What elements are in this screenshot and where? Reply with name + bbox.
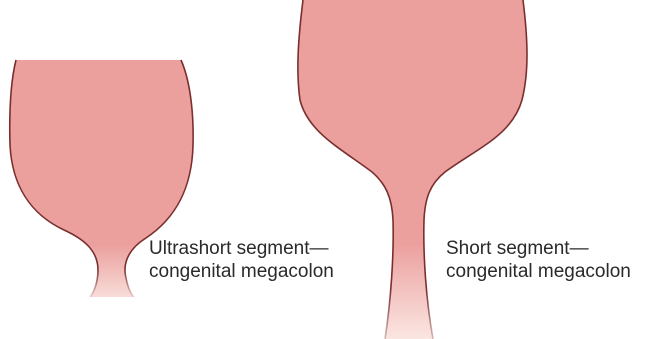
short-segment-figure <box>298 0 527 339</box>
short-segment-body <box>298 0 527 339</box>
short-caption-line-1: Short segment— <box>446 237 631 260</box>
short-segment-caption: Short segment— congenital megacolon <box>446 237 631 283</box>
ultrashort-caption-line-2: congenital megacolon <box>149 260 334 283</box>
ultrashort-segment-caption: Ultrashort segment— congenital megacolon <box>149 237 334 283</box>
short-caption-line-2: congenital megacolon <box>446 260 631 283</box>
ultrashort-caption-line-1: Ultrashort segment— <box>149 237 334 260</box>
